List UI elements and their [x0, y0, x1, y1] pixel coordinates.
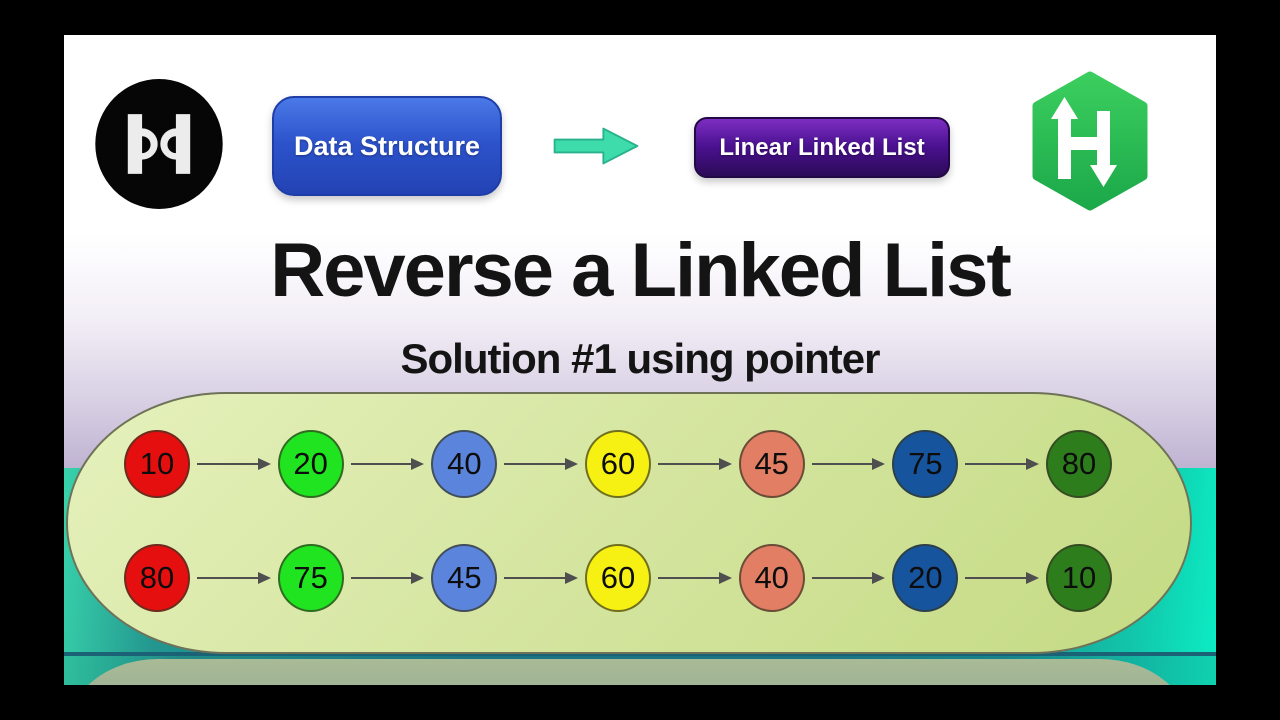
list-node: 20 — [892, 544, 959, 612]
code-brackets-logo-icon — [94, 77, 224, 211]
list-node: 45 — [431, 544, 498, 612]
slide: Data Structure Linear Linked List — [64, 35, 1216, 685]
list-node: 80 — [1046, 430, 1113, 498]
list-node: 60 — [585, 430, 652, 498]
next-pointer-arrow — [811, 572, 886, 584]
next-pointer-arrow — [965, 458, 1039, 470]
page-subtitle: Solution #1 using pointer — [400, 335, 881, 382]
next-pointer-arrow — [197, 572, 271, 584]
next-pointer-arrow — [658, 572, 732, 584]
topic-badge: Data Structure — [272, 96, 502, 196]
list-node: 10 — [1046, 544, 1113, 612]
next-pointer-arrow — [504, 458, 578, 470]
next-pointer-arrow — [658, 458, 732, 470]
list-node: 40 — [431, 430, 498, 498]
list-node: 75 — [892, 430, 959, 498]
reflection-strip — [64, 652, 1216, 685]
right-arrow-icon — [548, 123, 644, 169]
next-pointer-arrow — [504, 572, 578, 584]
pill-reflection — [66, 659, 1192, 685]
list-node: 40 — [738, 544, 805, 612]
list-node: 20 — [277, 430, 344, 498]
subtopic-badge: Linear Linked List — [694, 117, 950, 178]
next-pointer-arrow — [350, 572, 425, 584]
next-pointer-arrow — [811, 458, 886, 470]
next-pointer-arrow — [350, 458, 425, 470]
list-node: 45 — [738, 430, 805, 498]
original-list-row: 10 20 40 60 45 75 80 — [124, 430, 1113, 498]
next-pointer-arrow — [197, 458, 271, 470]
next-pointer-arrow — [965, 572, 1039, 584]
list-node: 10 — [124, 430, 190, 498]
reversed-list-row: 80 75 45 60 40 20 10 — [124, 544, 1113, 612]
list-node: 80 — [124, 544, 190, 612]
list-node: 75 — [277, 544, 344, 612]
page-title: Reverse a Linked List — [270, 228, 1011, 313]
list-node: 60 — [585, 544, 652, 612]
linked-list-panel: 10 20 40 60 45 75 80 80 75 45 60 40 20 — [66, 392, 1192, 654]
topic-badge-label: Data Structure — [293, 130, 481, 161]
subtopic-badge-label: Linear Linked List — [719, 133, 925, 161]
hackerrank-logo-icon — [1025, 70, 1155, 212]
